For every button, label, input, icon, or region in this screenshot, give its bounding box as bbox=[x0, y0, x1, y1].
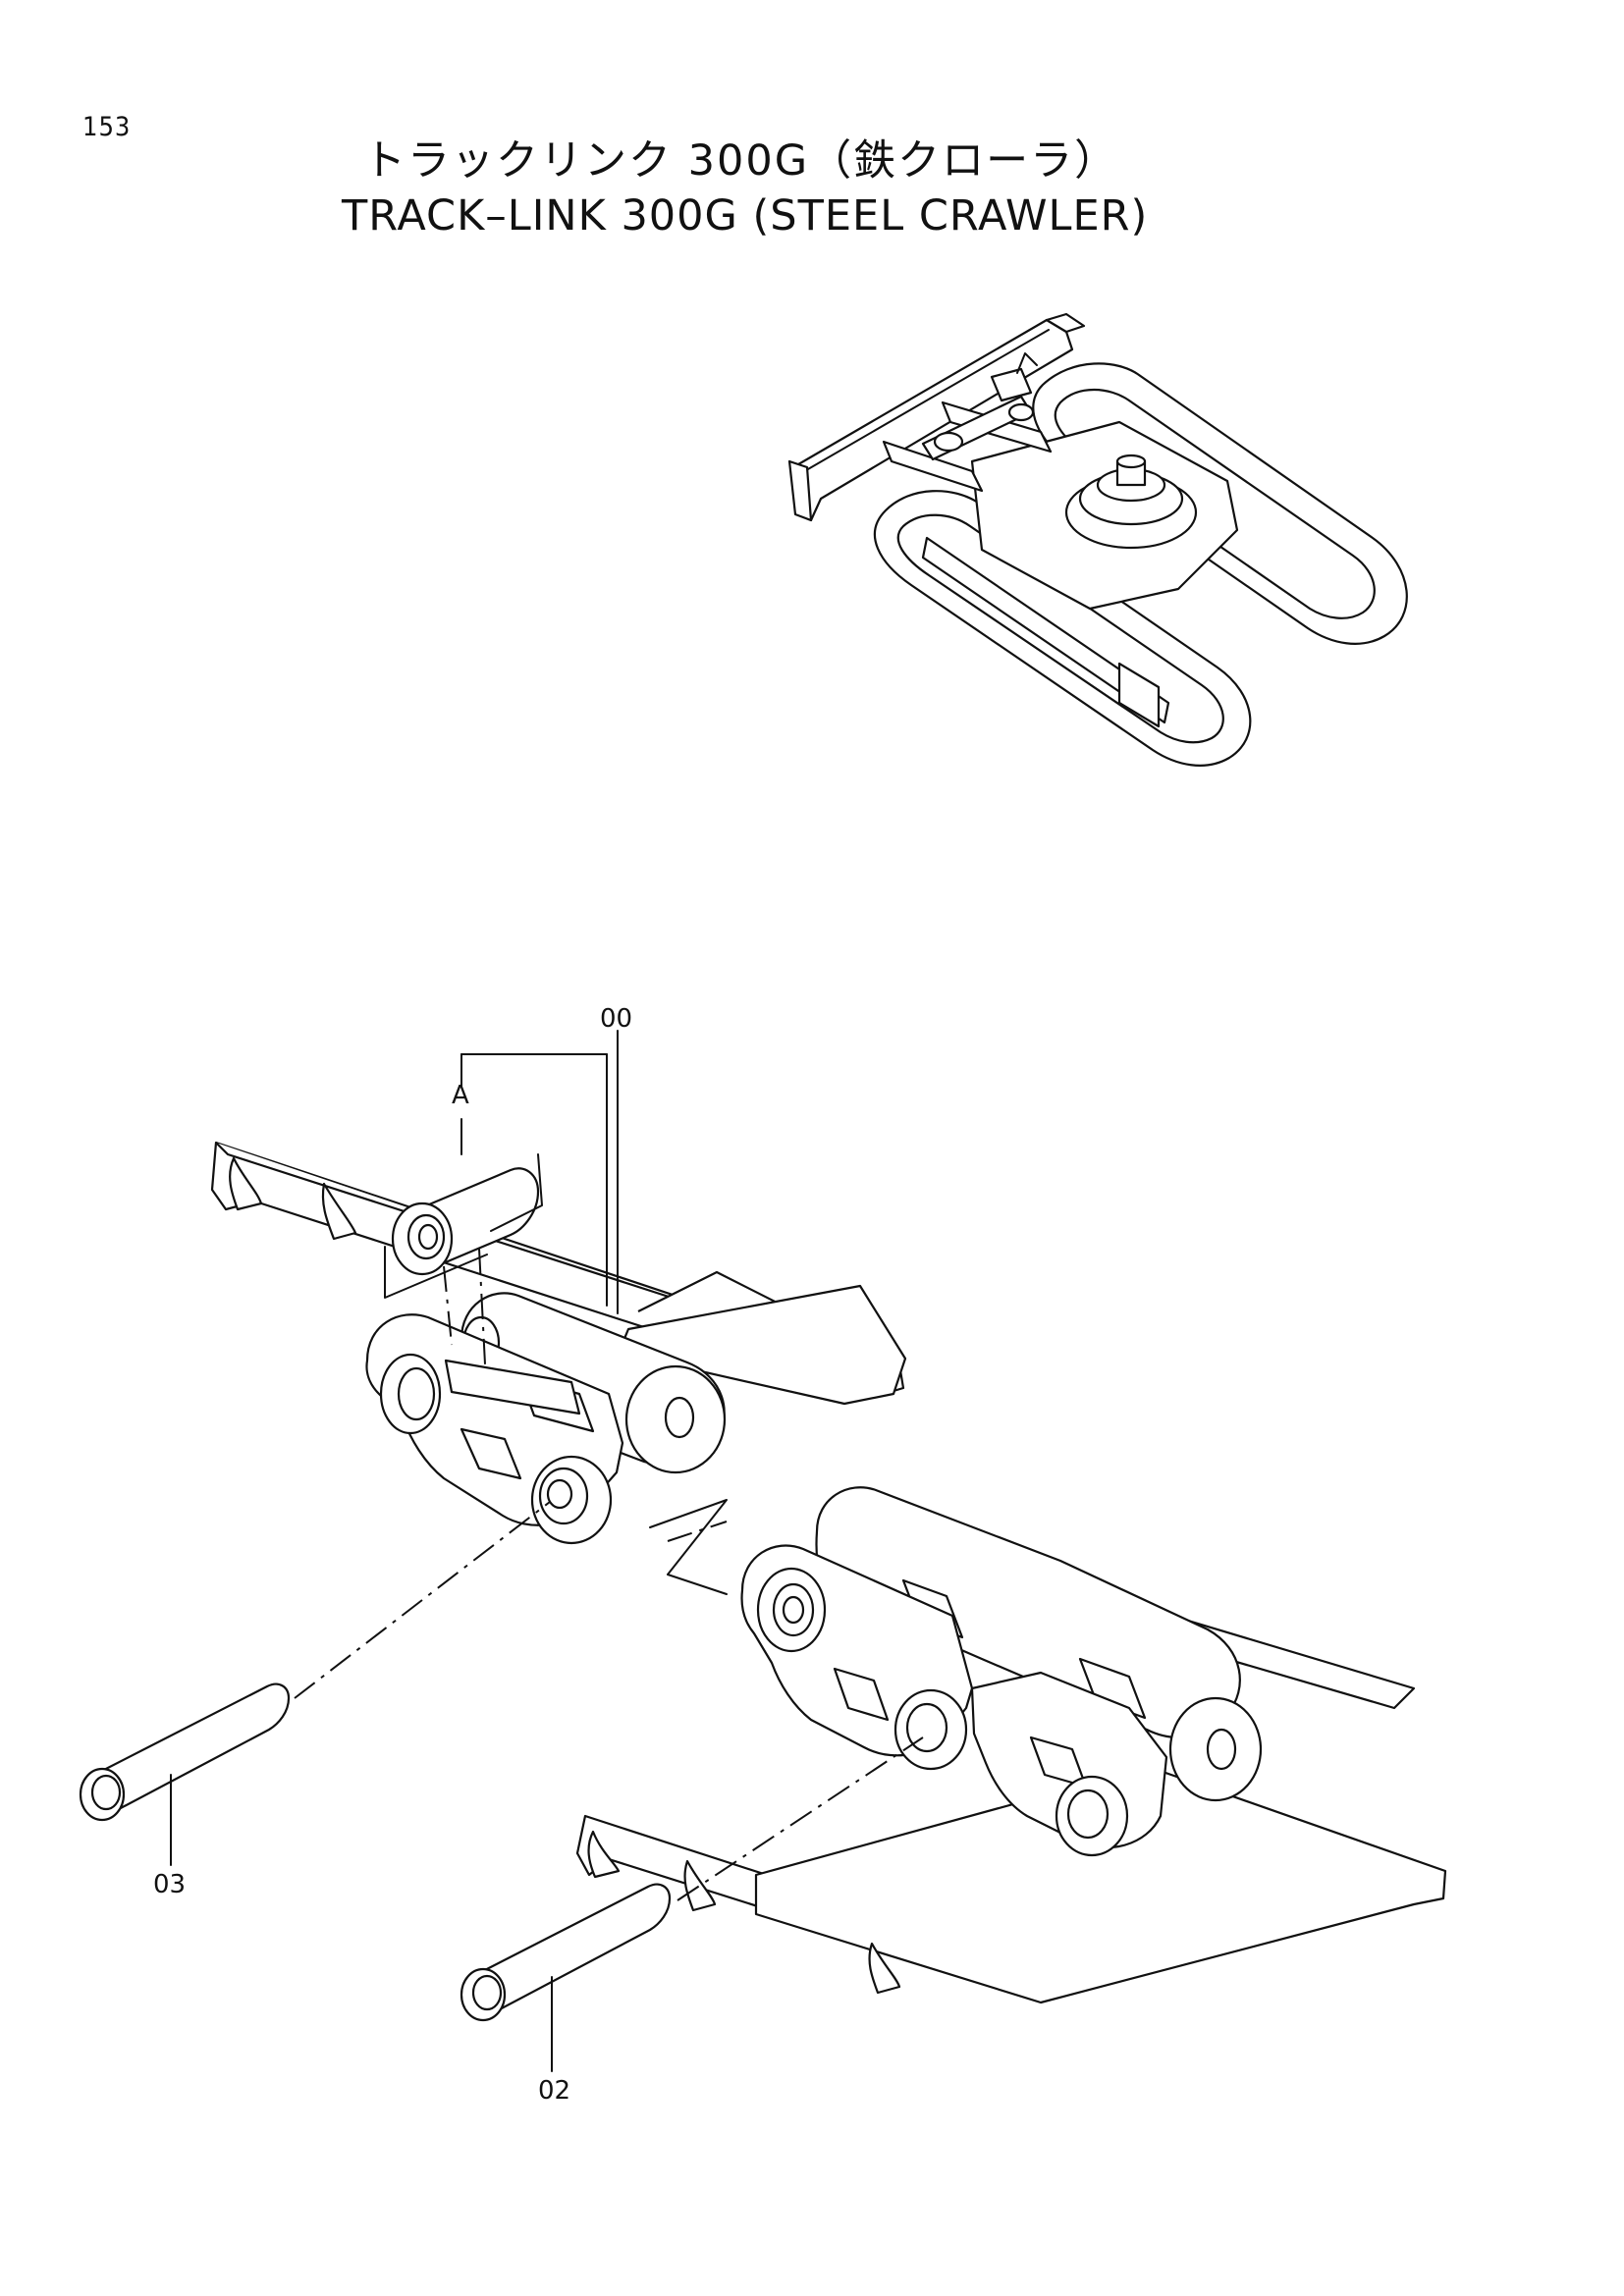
title-japanese: トラックリンク 300G（鉄クローラ） bbox=[363, 136, 1119, 186]
callout-assembly: 00 bbox=[600, 1004, 632, 1034]
title-english: TRACK–LINK 300G (STEEL CRAWLER) bbox=[342, 191, 1149, 240]
excavator-undercarriage-icon bbox=[787, 312, 1408, 767]
track-link-assembly-icon: 00 A 03 02 bbox=[79, 1004, 1447, 2106]
callout-pin-rear: 03 bbox=[153, 1870, 186, 1899]
callout-pin-front: 02 bbox=[538, 2076, 570, 2106]
callout-sub-assembly: A bbox=[452, 1081, 469, 1110]
page-title: トラックリンク 300G（鉄クローラ） TRACK–LINK 300G (STE… bbox=[342, 133, 1324, 243]
page-number: 153 bbox=[82, 112, 132, 142]
